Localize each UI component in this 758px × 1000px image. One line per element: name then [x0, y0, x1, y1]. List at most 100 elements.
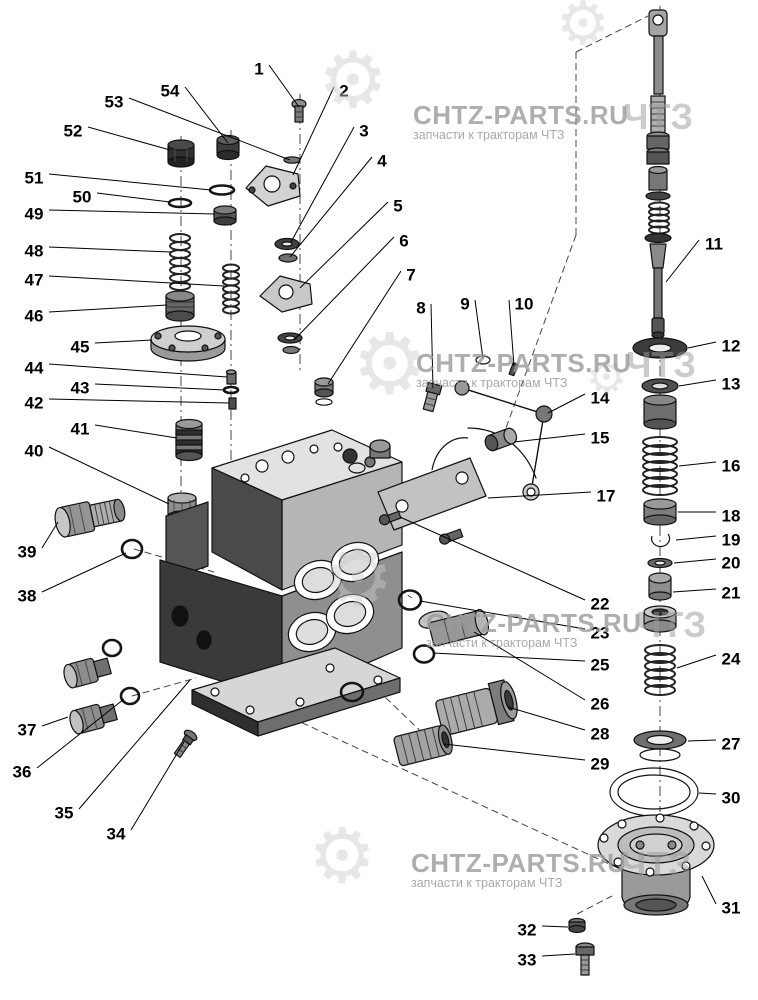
- part-16-spring: [642, 436, 678, 496]
- part-15-roller: [484, 427, 518, 452]
- part-41-spool: [175, 418, 203, 462]
- leader-line-22: [399, 516, 586, 601]
- part-12-washer: [632, 337, 688, 359]
- leader-line-26: [473, 631, 586, 701]
- callout-number-11: 11: [705, 235, 723, 254]
- part-36-oring: [119, 686, 141, 706]
- leader-line-16: [678, 461, 717, 467]
- callout-number-14: 14: [591, 389, 610, 408]
- part-oring-left-a: [101, 638, 123, 658]
- leader-line-24: [676, 654, 717, 669]
- leader-line-49: [48, 209, 215, 215]
- part-13-ring: [641, 378, 679, 394]
- part-47-spring: [222, 263, 240, 315]
- leader-line-15: [513, 433, 586, 443]
- callout-number-30: 30: [722, 789, 741, 808]
- leader-line-2: [292, 86, 335, 176]
- callout-number-18: 18: [722, 507, 741, 526]
- leader-line-45: [94, 339, 153, 344]
- leader-line-9: [474, 299, 484, 360]
- callout-number-21: 21: [722, 584, 741, 603]
- leader-line-17: [487, 491, 592, 499]
- part-21-valve: [643, 572, 677, 633]
- leader-line-13: [678, 379, 717, 387]
- callout-number-10: 10: [515, 295, 534, 314]
- leader-line-29: [443, 743, 586, 761]
- callout-number-19: 19: [722, 531, 741, 550]
- callout-number-54: 54: [161, 82, 180, 101]
- part-34-bolt: [173, 729, 198, 759]
- leader-line-5: [299, 201, 389, 289]
- leader-line-23: [419, 600, 586, 630]
- callout-number-32: 32: [518, 921, 537, 940]
- part-14-lever: [454, 380, 553, 501]
- callout-number-41: 41: [71, 420, 90, 439]
- part-10-pin: [508, 362, 519, 377]
- callout-number-45: 45: [71, 338, 90, 357]
- callout-number-9: 9: [460, 295, 469, 314]
- callout-number-51: 51: [25, 169, 44, 188]
- leader-line-39: [41, 521, 59, 549]
- callout-number-29: 29: [591, 755, 610, 774]
- part-3-washer: [274, 237, 300, 251]
- leader-line-41: [94, 424, 178, 439]
- leader-line-19: [675, 535, 717, 541]
- leader-line-4: [289, 156, 373, 258]
- callout-number-22: 22: [591, 595, 610, 614]
- callout-number-44: 44: [25, 359, 44, 378]
- part-46-bushing: [165, 290, 195, 322]
- callout-number-40: 40: [25, 442, 44, 461]
- part-44-plunger: [225, 369, 237, 385]
- callout-number-20: 20: [722, 554, 741, 573]
- callout-number-38: 38: [18, 587, 37, 606]
- leader-line-40: [48, 446, 170, 505]
- part-49-nut: [213, 205, 237, 226]
- part-5-plate: [259, 275, 313, 313]
- part-valve-body: [159, 429, 403, 737]
- leader-line-12: [687, 341, 717, 349]
- part-48-spring: [169, 233, 191, 291]
- callout-number-39: 39: [18, 543, 37, 562]
- leader-line-21: [672, 588, 717, 593]
- part-shaft-assembly: [644, 9, 672, 339]
- part-37-plug: [69, 703, 118, 735]
- part-23-oring: [397, 589, 423, 611]
- callout-number-8: 8: [416, 299, 425, 318]
- leader-line-44: [48, 363, 228, 378]
- leader-line-48: [48, 246, 172, 253]
- callout-number-49: 49: [25, 205, 44, 224]
- leader-line-11: [665, 239, 700, 283]
- callout-number-15: 15: [591, 429, 610, 448]
- callout-number-28: 28: [591, 725, 610, 744]
- callout-number-6: 6: [399, 232, 408, 251]
- part-sleeve: [643, 394, 677, 430]
- part-oring-center: [339, 681, 365, 703]
- leader-line-14: [547, 393, 586, 414]
- part-28-fitting: [435, 679, 518, 736]
- leader-line-6: [293, 236, 395, 341]
- leader-line-31: [701, 875, 717, 905]
- callout-number-5: 5: [393, 197, 402, 216]
- leader-line-42: [48, 398, 230, 404]
- callout-number-47: 47: [25, 271, 44, 290]
- callout-number-24: 24: [722, 650, 741, 669]
- callout-number-35: 35: [55, 804, 74, 823]
- part-51-ring: [208, 184, 236, 196]
- leader-line-53: [128, 97, 291, 161]
- part-18-bushing: [643, 498, 677, 526]
- part-6-washers: [277, 332, 303, 355]
- leader-line-54: [184, 86, 229, 144]
- leader-line-10: [508, 299, 515, 367]
- leader-line-27: [687, 739, 717, 742]
- callout-number-31: 31: [722, 899, 741, 918]
- part-2-plate: [245, 165, 301, 207]
- part-52-cap: [167, 139, 195, 168]
- part-plug-left-upper: [63, 657, 112, 689]
- part-25-oring: [412, 644, 436, 664]
- part-27-ring: [633, 730, 687, 762]
- part-26-plug: [418, 608, 489, 647]
- callout-number-7: 7: [406, 266, 415, 285]
- callout-number-3: 3: [359, 122, 368, 141]
- part-31-housing: [597, 813, 715, 916]
- leader-line-35: [78, 679, 191, 810]
